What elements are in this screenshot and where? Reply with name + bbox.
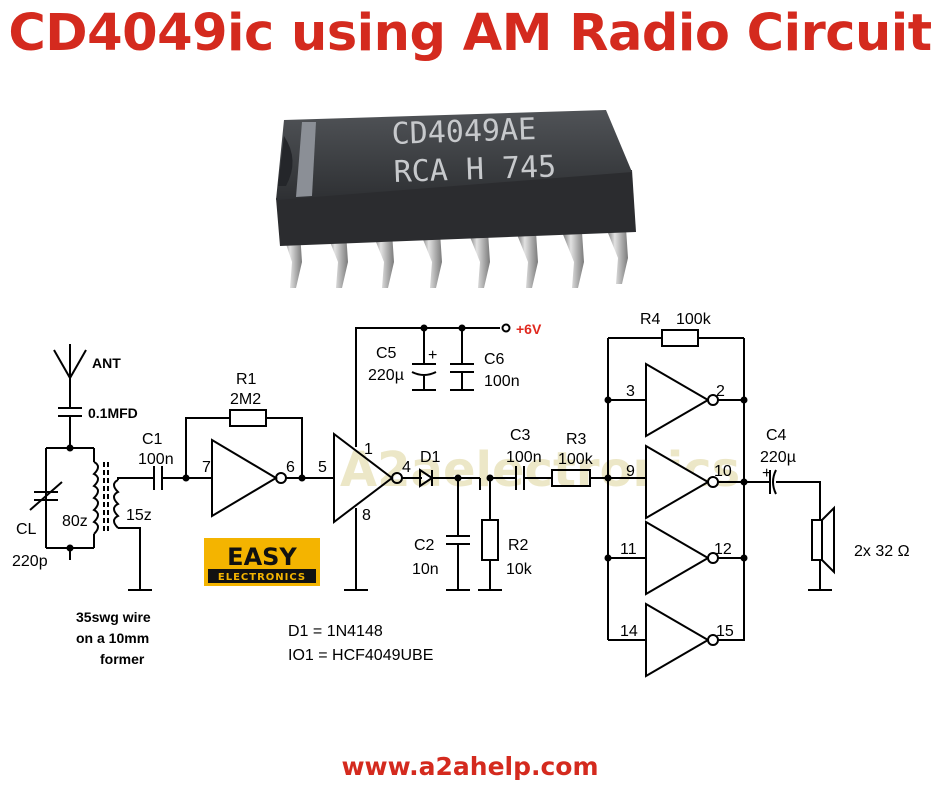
label-r1: R1: [236, 371, 257, 388]
output-inverters: [645, 362, 719, 678]
label-cl: CL: [16, 521, 37, 538]
label-pin3: 3: [626, 383, 635, 400]
label-c2: C2: [414, 537, 435, 554]
junctions: [66, 324, 748, 562]
chip-marking-line2: RCA H 745: [393, 149, 557, 190]
wire-note-3: former: [100, 651, 145, 667]
label-supply: +6V: [516, 321, 542, 337]
label-cap-ant: 0.1MFD: [88, 405, 138, 421]
label-c6-value: 100n: [484, 373, 520, 390]
label-c4-value: 220µ: [760, 449, 796, 466]
logo-bottom-text: ELECTRONICS: [218, 572, 306, 583]
label-pin5: 5: [318, 459, 327, 476]
label-d1: D1: [420, 449, 441, 466]
label-r3: R3: [566, 431, 587, 448]
label-c4-plus: +: [762, 465, 771, 482]
label-coil2: 15z: [126, 507, 152, 524]
label-r2: R2: [508, 537, 529, 554]
label-c1-value: 100n: [138, 451, 174, 468]
label-r4: R4: [640, 311, 661, 328]
logo-top-text: EASY: [227, 543, 297, 571]
label-r3-value: 100k: [558, 451, 594, 468]
chip-pins: [282, 228, 628, 288]
ic-chip-photo: CD4049AE RCA H 745: [276, 110, 636, 288]
label-c5-value: 220µ: [368, 367, 404, 384]
label-c3: C3: [510, 427, 531, 444]
label-pin6: 6: [286, 459, 295, 476]
label-pin14: 14: [620, 623, 638, 640]
label-pin10: 10: [714, 463, 732, 480]
label-pin2: 2: [716, 383, 725, 400]
label-cl-value: 220p: [12, 553, 48, 570]
circuit-schematic: A2aelectronics: [12, 311, 910, 678]
label-c6: C6: [484, 351, 505, 368]
wire-note-1: 35swg wire: [76, 609, 151, 625]
label-pin11: 11: [620, 541, 637, 558]
label-pin1: 1: [364, 441, 373, 458]
label-c5: C5: [376, 345, 397, 362]
label-pin4: 4: [402, 459, 411, 476]
page-title: CD4049ic using AM Radio Circuit: [8, 4, 932, 63]
footer-url[interactable]: www.a2ahelp.com: [341, 752, 599, 781]
chip-marking-line1: CD4049AE: [391, 112, 537, 152]
label-c4: C4: [766, 427, 787, 444]
label-io1-spec: IO1 = HCF4049UBE: [288, 647, 433, 664]
label-c5-plus: +: [428, 347, 437, 364]
label-pin9: 9: [626, 463, 635, 480]
label-coil1: 80z: [62, 513, 88, 530]
label-r1-value: 2M2: [230, 391, 261, 408]
label-speaker: 2x 32 Ω: [854, 543, 910, 560]
label-c2-value: 10n: [412, 561, 439, 578]
wire-note-2: on a 10mm: [76, 630, 149, 646]
label-r2-value: 10k: [506, 561, 533, 578]
label-c1: C1: [142, 431, 163, 448]
label-ant: ANT: [92, 355, 121, 371]
label-r4-value: 100k: [676, 311, 712, 328]
label-pin12: 12: [714, 541, 732, 558]
label-pin8: 8: [362, 507, 371, 524]
label-pin7: 7: [202, 459, 211, 476]
easy-electronics-logo: EASY ELECTRONICS: [204, 538, 320, 586]
label-d1-spec: D1 = 1N4148: [288, 623, 383, 640]
label-pin15: 15: [716, 623, 734, 640]
label-c3-value: 100n: [506, 449, 542, 466]
component-labels: ANT 0.1MFD CL 220p 80z 15z 35swg wire on…: [12, 311, 910, 667]
wires: [29, 323, 835, 641]
